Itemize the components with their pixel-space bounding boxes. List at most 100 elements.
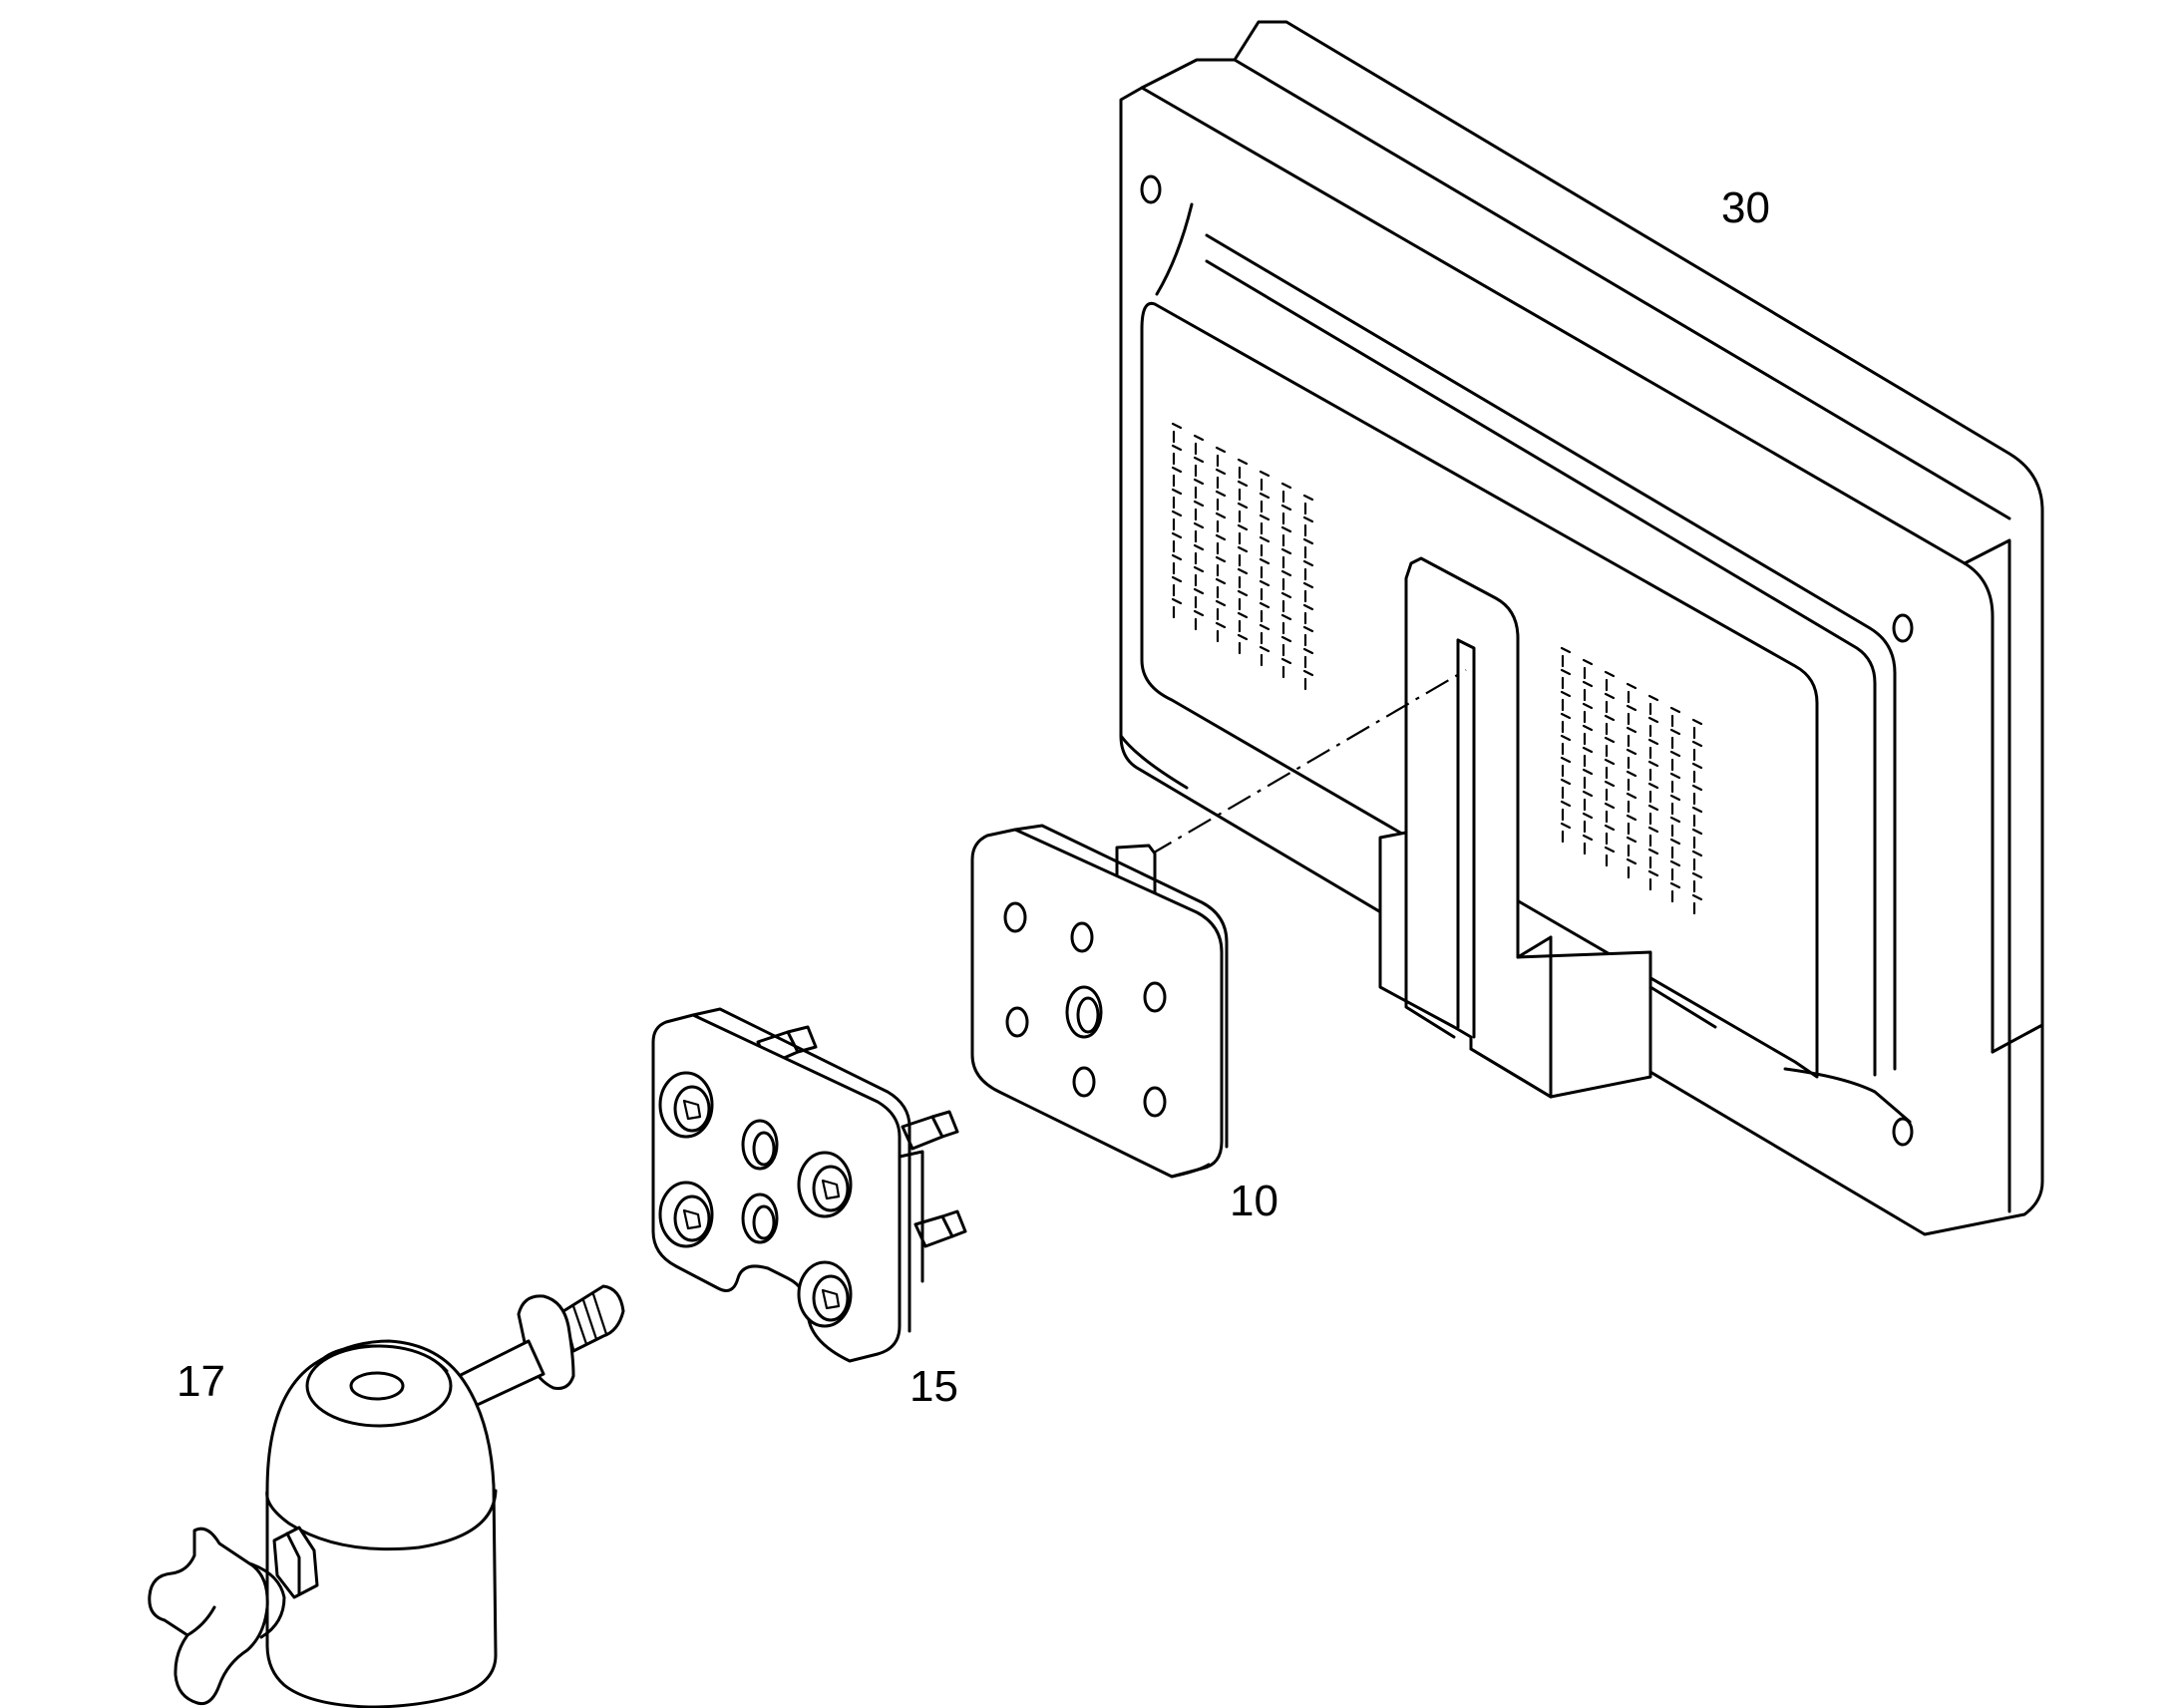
vent-slot — [1237, 523, 1249, 545]
vent-slot — [1604, 824, 1616, 846]
vent-slot — [1691, 871, 1703, 893]
vent-slot — [1193, 456, 1205, 478]
vent-slot — [1171, 488, 1183, 510]
vent-slot — [1259, 579, 1271, 601]
vent-slot — [1626, 836, 1637, 857]
clamp-body — [265, 1339, 498, 1708]
vent-slot — [1280, 482, 1292, 504]
vent-slot — [1171, 510, 1183, 531]
vent-slot — [1604, 758, 1616, 780]
vent-slot — [1171, 597, 1183, 619]
vent-slot — [1280, 569, 1292, 591]
vent-slot — [1280, 591, 1292, 613]
vent-slot — [1669, 794, 1681, 816]
vent-slot — [1237, 458, 1249, 480]
vent-slot — [1215, 490, 1227, 512]
vent-slot — [1560, 646, 1572, 668]
vent-slot — [1604, 780, 1616, 802]
vent-slot — [1691, 806, 1703, 828]
vent-slot — [1669, 881, 1681, 903]
plate-hole — [1070, 921, 1094, 953]
vent-slot — [1280, 547, 1292, 569]
vent-slot — [1626, 814, 1637, 836]
vent-slot — [1626, 748, 1637, 770]
vent-slot — [1647, 826, 1659, 848]
monitor-vent-grille — [1171, 422, 1314, 691]
vent-slot — [1604, 670, 1616, 692]
vent-slot — [1171, 553, 1183, 575]
part-label-adapter-plate: 10 — [1230, 1177, 1278, 1225]
vent-slot — [1302, 559, 1314, 581]
vent-slot — [1560, 800, 1572, 822]
vent-slot — [1560, 778, 1572, 800]
vent-slot — [1647, 804, 1659, 826]
vent-slot — [1669, 706, 1681, 728]
vent-slot — [1626, 792, 1637, 814]
vent-slot — [1647, 760, 1659, 782]
vent-slot — [1259, 513, 1271, 535]
bracket-cap-screw — [658, 1181, 714, 1248]
vent-slot — [1280, 657, 1292, 679]
vent-slot — [1582, 702, 1594, 724]
vent-slot — [1647, 738, 1659, 760]
clamp-hex-nut — [272, 1526, 319, 1599]
plate-center-hole — [1076, 996, 1100, 1034]
monitor-screw-hole — [1892, 1117, 1914, 1147]
vent-slot — [1560, 690, 1572, 712]
vent-slot — [1669, 750, 1681, 772]
vent-slot — [1560, 668, 1572, 690]
monitor-screw-hole — [1140, 174, 1162, 204]
vent-slot — [1237, 502, 1249, 523]
vent-slot — [1193, 565, 1205, 587]
vent-slot — [1259, 492, 1271, 513]
vent-slot — [1604, 736, 1616, 758]
monitor-part — [1119, 20, 2044, 1236]
part-label-clamp-knob: 17 — [177, 1357, 225, 1406]
vent-slot — [1691, 828, 1703, 850]
bracket-cap-screw — [658, 1071, 714, 1139]
vent-slot — [1647, 782, 1659, 804]
vent-slot — [1560, 756, 1572, 778]
vent-slot — [1259, 470, 1271, 492]
vent-slot — [1691, 784, 1703, 806]
bracket-stud — [901, 1110, 959, 1151]
vent-slot — [1280, 525, 1292, 547]
vent-slot — [1604, 714, 1616, 736]
plate-hole — [1072, 1066, 1096, 1098]
vent-slot — [1259, 557, 1271, 579]
vent-slot — [1193, 500, 1205, 521]
vent-slot — [1259, 623, 1271, 645]
vent-slot — [1669, 838, 1681, 859]
vent-slot — [1280, 613, 1292, 635]
adapter-plate-part — [970, 824, 1229, 1179]
vent-slot — [1171, 444, 1183, 466]
vent-slot — [1626, 770, 1637, 792]
vent-slot — [1171, 575, 1183, 597]
vent-slot — [1626, 682, 1637, 704]
vent-slot — [1302, 581, 1314, 603]
plate-hole — [1143, 1086, 1167, 1118]
clamp-knob-part — [148, 1284, 625, 1708]
part-label-monitor: 30 — [1721, 183, 1770, 232]
plate-hole — [1003, 901, 1027, 933]
vent-slot — [1582, 768, 1594, 790]
vent-slot — [1647, 848, 1659, 869]
vent-slot — [1626, 704, 1637, 726]
vent-slot — [1302, 647, 1314, 669]
vent-slot — [1582, 812, 1594, 834]
vent-slot — [1302, 625, 1314, 647]
vent-slot — [1691, 740, 1703, 762]
bracket-cap-screw — [797, 1260, 853, 1328]
vent-slot — [1626, 857, 1637, 879]
vent-slot — [1193, 543, 1205, 565]
vent-slot — [1647, 869, 1659, 891]
part-label-mounting-bracket: 15 — [909, 1362, 958, 1411]
vent-slot — [1193, 609, 1205, 631]
mounting-bracket-part — [651, 1007, 967, 1363]
vent-slot — [1237, 633, 1249, 655]
vent-slot — [1259, 535, 1271, 557]
vent-slot — [1193, 478, 1205, 500]
vent-slot — [1582, 790, 1594, 812]
plate-hole — [1143, 981, 1167, 1013]
